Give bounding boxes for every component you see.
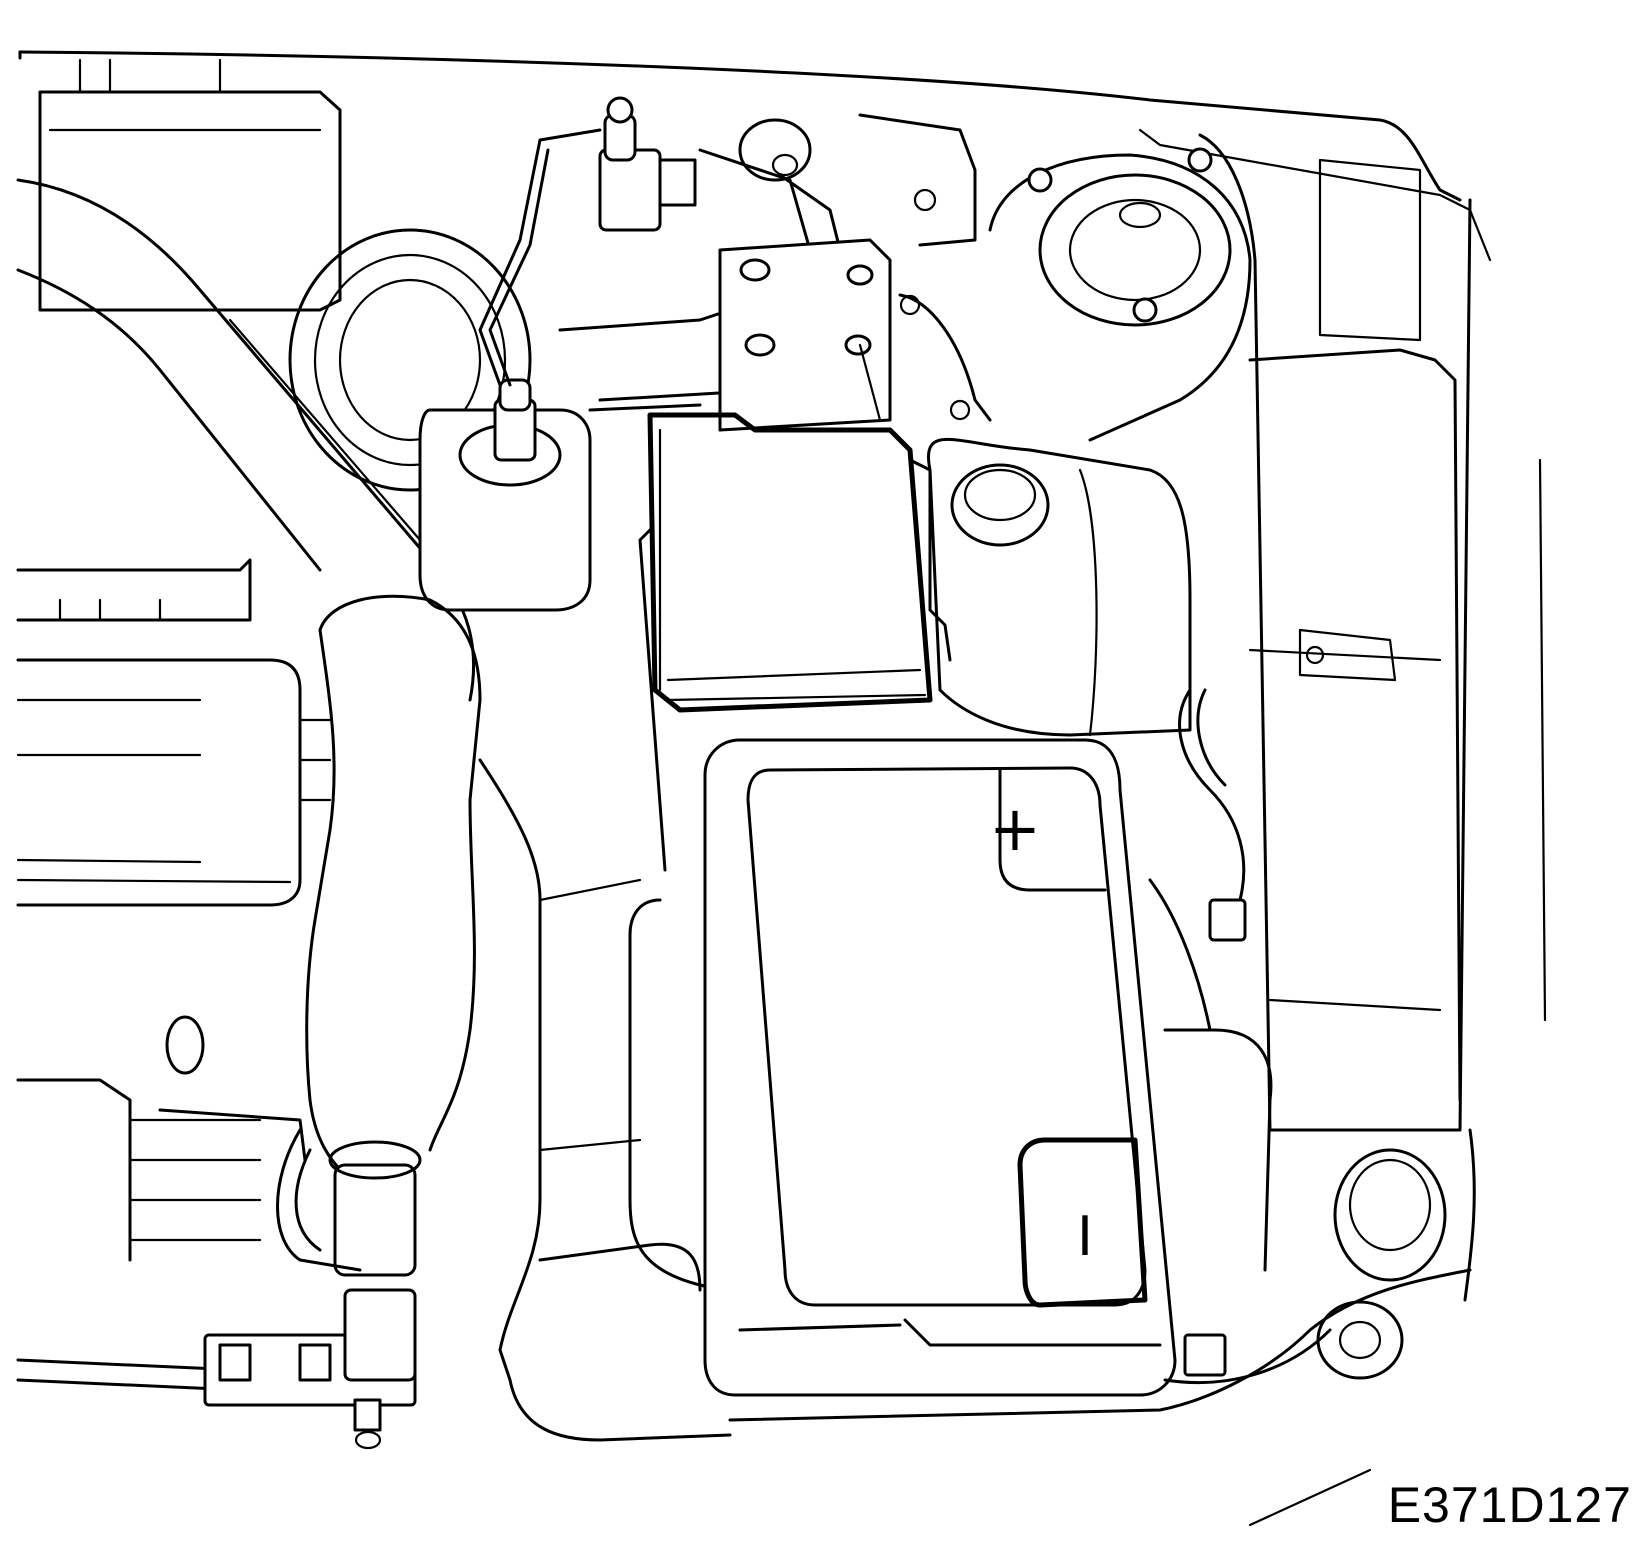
- coolant-hose: [307, 596, 480, 1175]
- right-fender: [1200, 135, 1545, 1130]
- lower-frame: [18, 1017, 305, 1390]
- coolant-reservoir: [928, 439, 1190, 735]
- lower-pipe: [480, 760, 730, 1440]
- engine-cover: [18, 560, 330, 905]
- grommet: [740, 120, 810, 180]
- hood-outline: [20, 52, 1490, 260]
- battery-negative-symbol: I: [1077, 1205, 1093, 1268]
- strut-tower: [990, 149, 1250, 440]
- washer-cap: [1318, 1150, 1445, 1378]
- battery-positive-symbol: +: [989, 792, 1041, 865]
- pressure-switch: [600, 98, 695, 230]
- bay-bottom-contour: [730, 1130, 1474, 1420]
- abs-modulator: [720, 240, 890, 430]
- right-harness: [1150, 690, 1245, 1375]
- battery: [705, 740, 1175, 1395]
- wiring-connector: [205, 1130, 420, 1448]
- figure-leader-line: [1250, 1470, 1370, 1525]
- brake-fluid-reservoir: [420, 380, 590, 610]
- figure-id-label: E371D127: [1387, 1477, 1632, 1533]
- control-module: [640, 415, 950, 870]
- air-filter-housing: [40, 60, 340, 310]
- abs-bracket: [860, 115, 990, 420]
- brake-booster: [290, 230, 530, 490]
